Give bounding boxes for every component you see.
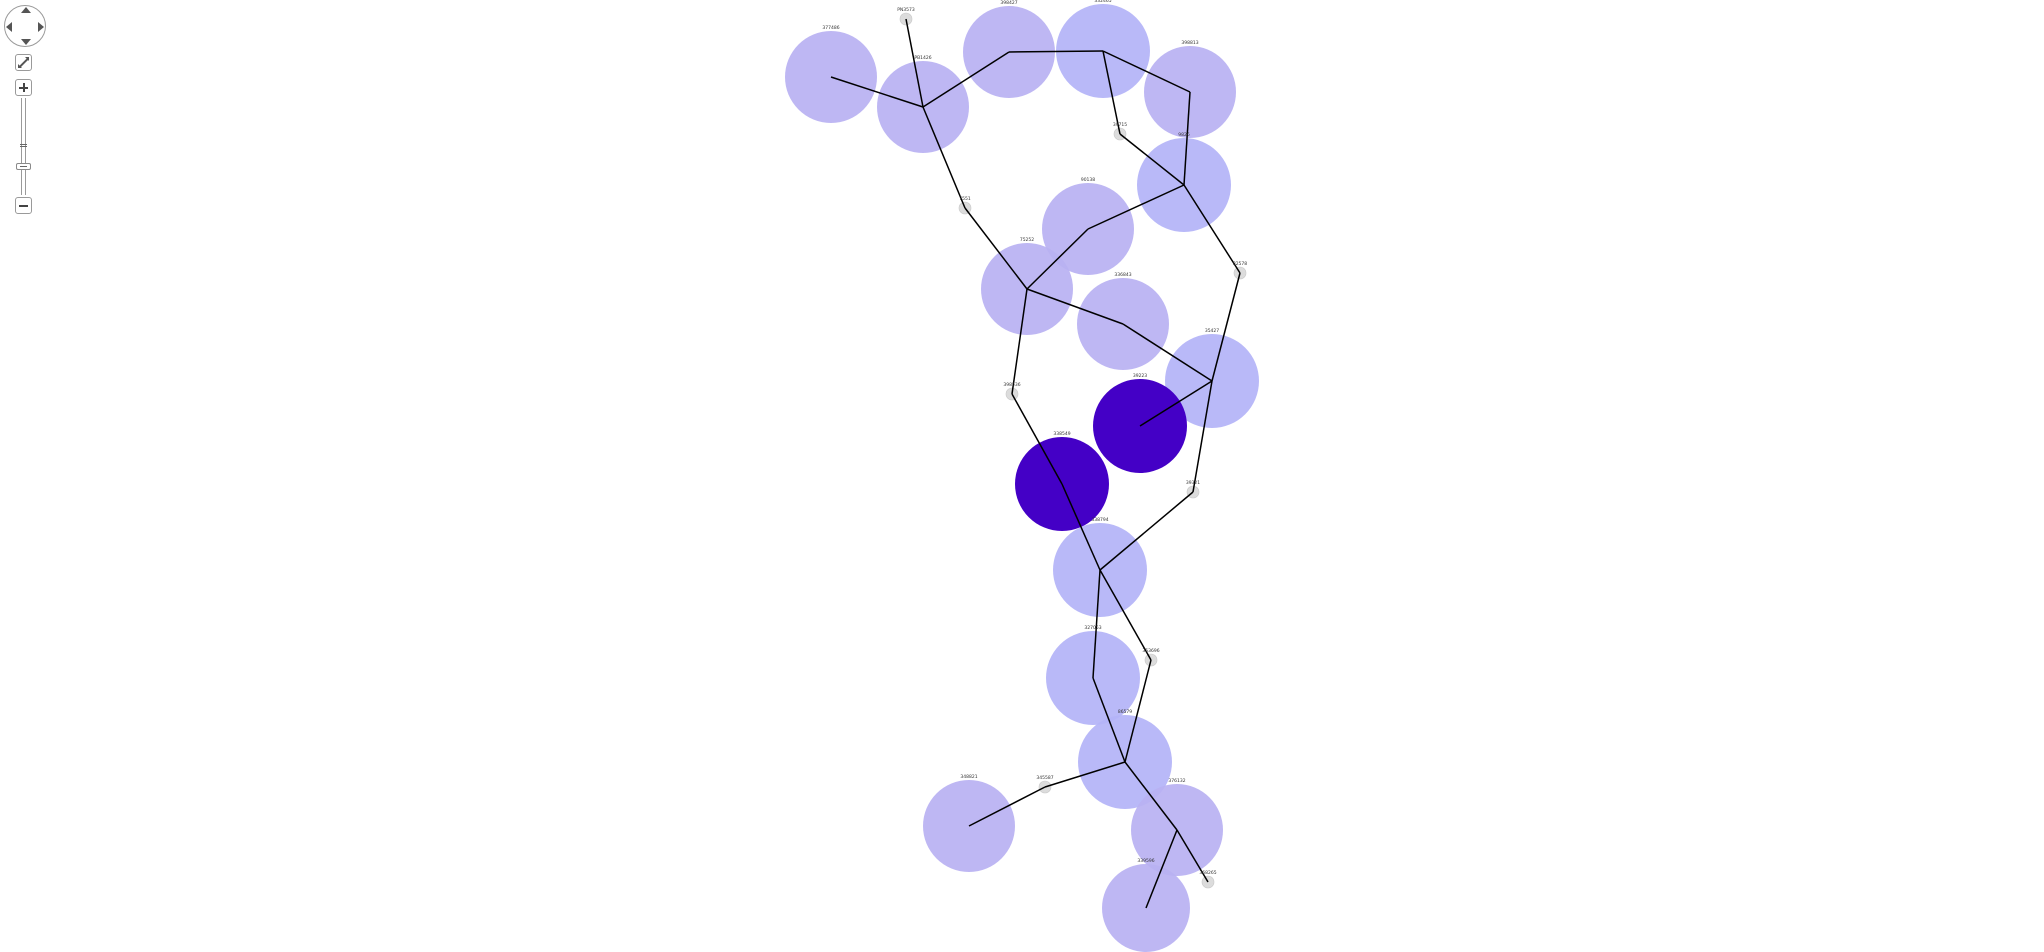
minus-icon: [19, 204, 28, 207]
zoom-tick: [20, 144, 27, 145]
graph-edge: [1183, 184, 1241, 274]
node-label: 353696: [1142, 648, 1159, 654]
node-label: 398427: [1000, 0, 1017, 6]
node-label: 376132: [1168, 778, 1185, 784]
graph-edge: [1139, 380, 1213, 427]
graph-edge: [1145, 829, 1178, 909]
graph-edge: [1099, 491, 1194, 571]
node-label: 7551: [959, 196, 971, 202]
graph-edge: [968, 786, 1046, 827]
pan-control: [4, 5, 46, 47]
zoom-out-button[interactable]: [15, 197, 32, 214]
graph-edge: [1044, 761, 1126, 788]
node-label: 338794: [1091, 517, 1108, 523]
graph-edge: [1122, 323, 1213, 382]
node-label: 75252: [1020, 237, 1034, 243]
graph-edge: [830, 76, 924, 108]
graph-edge: [922, 51, 1010, 108]
graph-edge: [1102, 50, 1121, 135]
node-label: 345587: [1036, 775, 1053, 781]
zoom-in-button[interactable]: [15, 79, 32, 96]
graph-edge: [1211, 272, 1241, 382]
node-label: PN3573: [897, 7, 915, 13]
graph-edge: [1008, 50, 1104, 53]
graph-edge: [905, 18, 924, 108]
node-label: 339596: [1137, 858, 1154, 864]
node-label: 338549: [1053, 431, 1070, 437]
graph-edge: [1061, 483, 1101, 571]
node-label: 35427: [1205, 328, 1219, 334]
node-label: 90138: [1081, 177, 1095, 183]
nodes-layer: [785, 4, 1259, 952]
graph-edge: [1192, 380, 1213, 493]
graph-edge: [1176, 829, 1209, 883]
graph-edge: [1124, 659, 1152, 763]
node-label: 332465: [1094, 0, 1111, 4]
fit-to-screen-button[interactable]: [15, 54, 32, 71]
graph-edge: [1124, 761, 1178, 831]
node-label: 377486: [822, 25, 839, 31]
graph-edge: [1087, 184, 1185, 230]
graph-edge: [922, 106, 966, 209]
graph-edge: [1026, 288, 1124, 325]
graph-edge: [1011, 288, 1028, 395]
node-label: 348821: [960, 774, 977, 780]
pan-right-icon[interactable]: [38, 22, 44, 32]
graph-edge: [1102, 50, 1191, 93]
graph-edge: [1026, 228, 1089, 290]
node-label: 336843: [1114, 272, 1131, 278]
zoom-tick: [20, 146, 27, 147]
graph-edge: [1183, 91, 1191, 186]
zoom-slider-handle[interactable]: [16, 163, 31, 170]
node-label: PB1426: [914, 55, 931, 61]
node-label: 398813: [1181, 40, 1198, 46]
graph-edge: [1092, 569, 1101, 679]
node-label: 9826: [1178, 132, 1190, 138]
graph-edge: [964, 207, 1028, 290]
node-label: 39715: [1113, 122, 1127, 128]
pan-up-icon[interactable]: [21, 7, 31, 13]
node-label: 368265: [1199, 870, 1216, 876]
edges-layer: [830, 18, 1241, 909]
graph-edge: [1099, 569, 1152, 661]
graph-edge: [1011, 393, 1063, 485]
node-label: 82578: [1233, 261, 1247, 267]
pan-down-icon[interactable]: [21, 39, 31, 45]
node-label: 39321: [1186, 480, 1200, 486]
node-label: 86579: [1118, 709, 1132, 715]
graph-edge: [1092, 677, 1126, 763]
node-label: 39223: [1133, 373, 1147, 379]
pan-left-icon[interactable]: [6, 22, 12, 32]
node-label: 327053: [1084, 625, 1101, 631]
graph-edge: [1119, 133, 1185, 186]
node-label: 398536: [1003, 382, 1020, 388]
